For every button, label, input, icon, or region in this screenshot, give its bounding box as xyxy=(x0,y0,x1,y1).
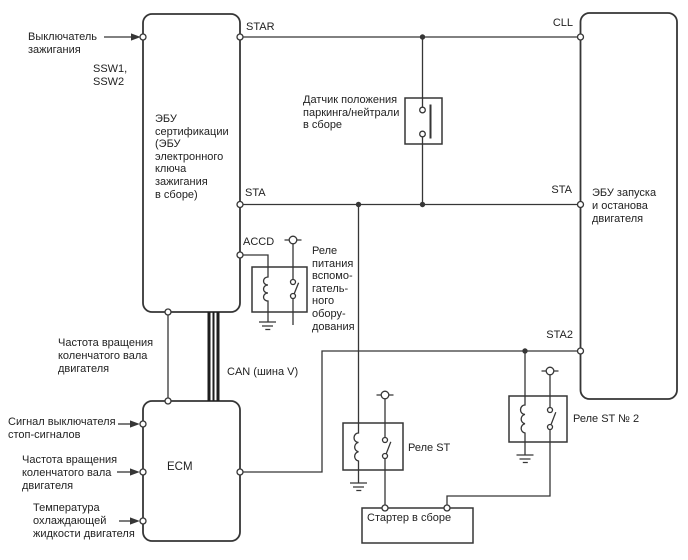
stop-light-arrow xyxy=(118,420,140,428)
coolant-temp-arrow xyxy=(119,517,140,525)
starter-box xyxy=(361,507,474,544)
ground-icon xyxy=(516,454,534,464)
terminal-cll-label: CLL xyxy=(552,17,573,29)
crank-speed-upper-label: Частота вращения коленчатого вала двигат… xyxy=(58,337,154,375)
park-neutral-sensor-label: Датчик положения паркинга/нейтрали в сбо… xyxy=(303,94,400,132)
crank-speed-arrow xyxy=(117,468,140,476)
ssw-terminals-label: SSW1, SSW2 xyxy=(93,63,128,88)
can-bus-label: CAN (шина V) xyxy=(227,366,299,378)
ground-icon xyxy=(350,482,367,492)
power-terminal-icon xyxy=(284,235,302,245)
terminal-pins xyxy=(139,33,585,525)
ignition-switch-label: Выключатель зажигания xyxy=(28,31,98,56)
terminal-sta-left-label: STA xyxy=(245,187,266,199)
st-relay-coil-icon xyxy=(353,204,360,483)
st-relay-2-box xyxy=(508,395,568,443)
power-terminal-icon xyxy=(541,366,559,376)
ecm-label: ECM xyxy=(167,461,193,473)
accd-relay-switch-icon xyxy=(289,243,300,325)
cert-ecu-label: ЭБУ сертификации (ЭБУ электронного ключа… xyxy=(155,113,229,201)
terminal-star-label: STAR xyxy=(246,21,275,33)
st-relay-2-switch-icon xyxy=(446,374,557,505)
ecm-sta2-wire xyxy=(240,350,581,473)
accessory-relay-label: Реле питания вспомо- гатель- ного обору-… xyxy=(312,245,355,333)
st-relay-2-coil-icon xyxy=(519,351,526,455)
ignition-arrow xyxy=(104,33,141,41)
cert-ecu-box xyxy=(142,13,241,313)
ground-icon xyxy=(259,321,276,331)
crank-speed-lower-label: Частота вращения коленчатого вала двигат… xyxy=(22,454,118,492)
st-relay-2-label: Реле ST № 2 xyxy=(573,413,640,425)
coolant-temp-label: Температура охлаждающей жидкости двигате… xyxy=(33,502,135,540)
st-relay-label: Реле ST xyxy=(408,442,451,454)
st-relay-box xyxy=(342,422,404,471)
terminal-sta-right-label: STA xyxy=(551,184,572,196)
accd-relay-coil-icon xyxy=(240,254,269,322)
stop-light-signal-label: Сигнал выключателя стоп-сигналов xyxy=(8,416,116,441)
terminal-accd-label: ACCD xyxy=(243,236,275,248)
terminal-sta2-label: STA2 xyxy=(546,329,573,341)
accessory-relay-box xyxy=(251,266,308,313)
power-terminal-icon xyxy=(376,390,394,400)
park-neutral-switch-icon xyxy=(419,37,432,205)
junction-dots xyxy=(355,34,528,354)
start-stop-ecu-label: ЭБУ запуска и останова двигателя xyxy=(592,187,657,225)
st-relay-switch-icon xyxy=(381,398,392,505)
can-bus-band xyxy=(207,312,220,401)
starter-label: Стартер в сборе xyxy=(367,512,452,524)
